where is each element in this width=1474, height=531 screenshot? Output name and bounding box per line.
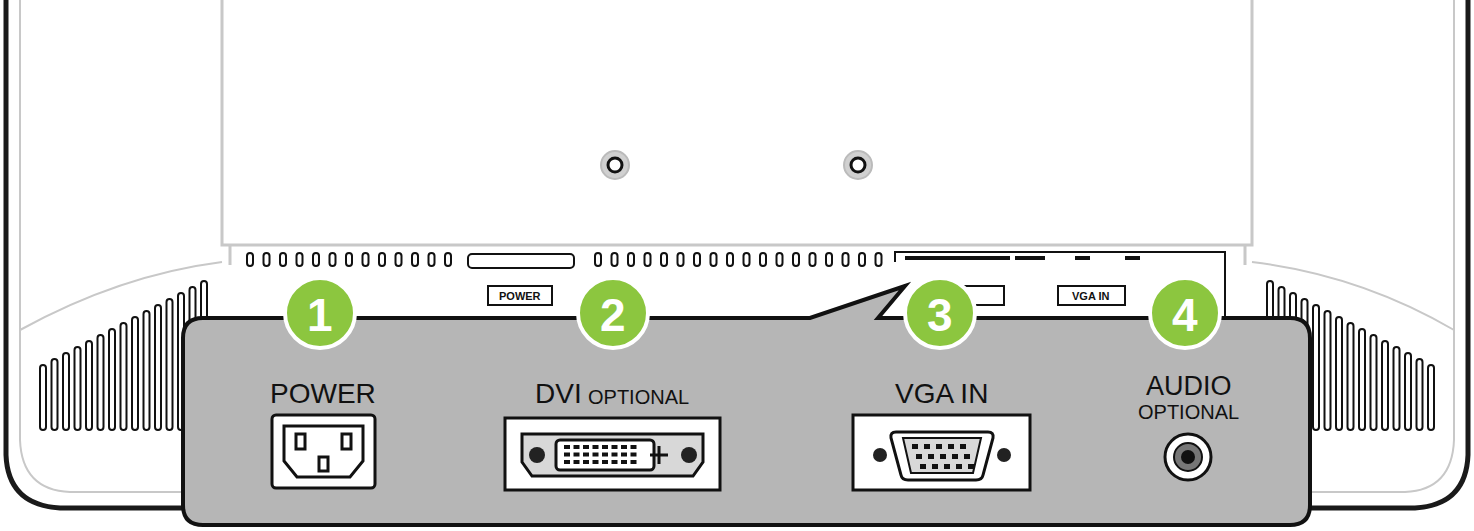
callout-number: 4 bbox=[1172, 292, 1198, 338]
back-cover bbox=[222, 0, 1252, 245]
port-detail bbox=[905, 256, 1140, 260]
mount-screw bbox=[601, 151, 872, 179]
port-note: OPTIONAL bbox=[588, 387, 689, 407]
housing-label: POWER bbox=[499, 291, 541, 302]
port-name: AUDIO bbox=[1146, 373, 1232, 400]
port-note: OPTIONAL bbox=[1138, 402, 1239, 422]
callout-number: 2 bbox=[600, 292, 626, 338]
cover-edge bbox=[230, 245, 1245, 265]
vent-holes bbox=[247, 253, 882, 266]
port-name: VGA IN bbox=[895, 380, 988, 408]
dvi-connector bbox=[505, 418, 720, 490]
callout-number: 3 bbox=[927, 292, 953, 338]
port-name: DVI bbox=[535, 380, 582, 408]
port-opening bbox=[468, 254, 574, 268]
port-name: POWER bbox=[270, 380, 376, 408]
audio-jack bbox=[1165, 434, 1211, 480]
callout-number: 1 bbox=[307, 292, 333, 338]
power-socket bbox=[272, 415, 375, 488]
label-plate bbox=[1058, 286, 1125, 305]
callout-badge bbox=[285, 278, 1220, 348]
housing-label: VGA IN bbox=[1072, 291, 1110, 302]
vga-connector bbox=[853, 415, 1030, 490]
label-plate bbox=[488, 286, 552, 305]
